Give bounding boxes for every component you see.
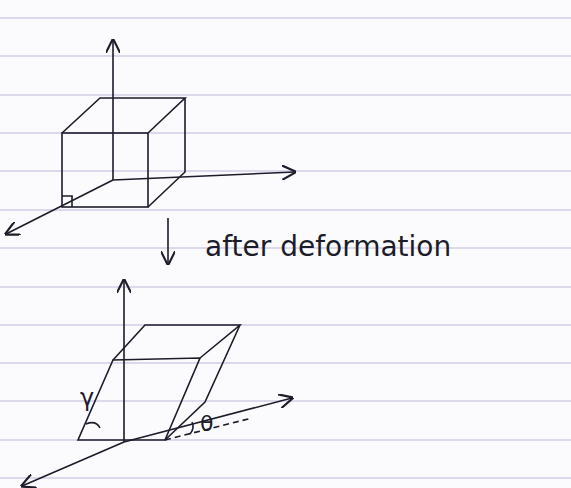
annotation-text: after deformation [205,233,451,261]
angle-symbol: γ [80,386,94,410]
ruled-lines [0,18,571,478]
angle-symbol: θ [200,413,213,435]
cube-before [6,40,295,264]
cube-after [22,280,292,486]
